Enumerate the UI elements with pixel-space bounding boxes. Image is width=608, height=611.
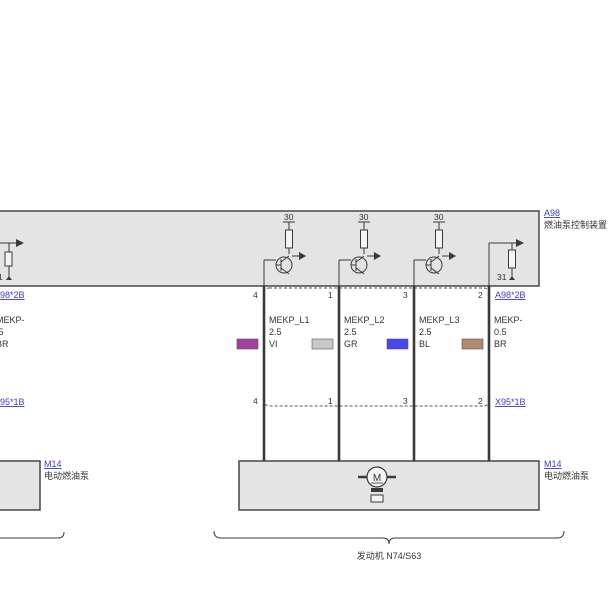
motor-icon: M: [358, 466, 396, 503]
terminal-30-label-2: 30: [359, 212, 369, 222]
wire-4-color-swatch: [461, 338, 484, 350]
wire-2-signal: MEKP_L2: [344, 315, 385, 325]
terminal-31-label: 31: [497, 272, 507, 282]
engine-label: 发动机 N74/S63: [357, 550, 422, 561]
left-wire-signal: MEKP-: [0, 315, 25, 325]
left-wire-color-code: BR: [0, 339, 9, 349]
wire-4-signal: MEKP-: [494, 315, 523, 325]
right-ground-symbol: [488, 239, 524, 286]
terminal-30-label-1: 30: [284, 212, 294, 222]
wire-3-color-swatch: [386, 338, 409, 350]
driver-transistor-1: [263, 221, 306, 286]
wire-2-size: 2.5: [344, 327, 357, 337]
wire-2-pin-bottom: 1: [328, 396, 333, 406]
control-unit-box: [0, 210, 540, 287]
driver-transistor-3: [413, 221, 456, 286]
left-wire-size: .5: [0, 327, 4, 337]
wire-1-signal: MEKP_L1: [269, 315, 310, 325]
wire-3-pin-bottom: 3: [403, 396, 408, 406]
wire-3-signal: MEKP_L3: [419, 315, 460, 325]
connector-x95-left-link[interactable]: X95*1B: [0, 397, 25, 407]
wire-1-color-swatch: [236, 338, 259, 350]
left-terminal-label: 1: [0, 272, 3, 282]
wire-1-size: 2.5: [269, 327, 282, 337]
brace-engine: [213, 530, 565, 545]
pump-left-ref-link[interactable]: M14: [44, 459, 62, 469]
wire-2-pin-top: 1: [328, 290, 333, 300]
wire-4-pin-bottom: 2: [478, 396, 483, 406]
pump-left-name: 电动燃油泵: [44, 470, 89, 481]
connector-a98-left-link[interactable]: A98*2B: [0, 290, 25, 300]
wire-4-color-code: BR: [494, 339, 507, 349]
wire-4-size: 0.5: [494, 327, 507, 337]
control-unit-ref-link[interactable]: A98: [544, 208, 560, 218]
wire-2-color-code: GR: [344, 339, 358, 349]
pump-right-name: 电动燃油泵: [544, 470, 589, 481]
terminal-30-label-3: 30: [434, 212, 444, 222]
driver-transistor-2: [338, 221, 381, 286]
wire-1-pin-top: 4: [253, 290, 258, 300]
left-ground-symbol: [0, 239, 24, 280]
pump-left-box: [0, 460, 41, 511]
control-unit-name: 燃油泵控制装置: [544, 219, 607, 230]
wire-1-color-code: VI: [269, 339, 278, 349]
wire-1-pin-bottom: 4: [253, 396, 258, 406]
wire-3-color-code: BL: [419, 339, 430, 349]
connector-x95-right-link[interactable]: X95*1B: [495, 397, 526, 407]
wire-4-pin-top: 2: [478, 290, 483, 300]
connector-a98-right-link[interactable]: A98*2B: [495, 290, 526, 300]
svg-text:M: M: [373, 473, 381, 484]
wire-3-pin-top: 3: [403, 290, 408, 300]
brace-left: [0, 531, 65, 539]
pump-right-box: [238, 460, 540, 511]
wire-2-color-swatch: [311, 338, 334, 350]
connector-outline-top: [263, 287, 490, 407]
pump-right-ref-link[interactable]: M14: [544, 459, 562, 469]
wire-3-size: 2.5: [419, 327, 432, 337]
